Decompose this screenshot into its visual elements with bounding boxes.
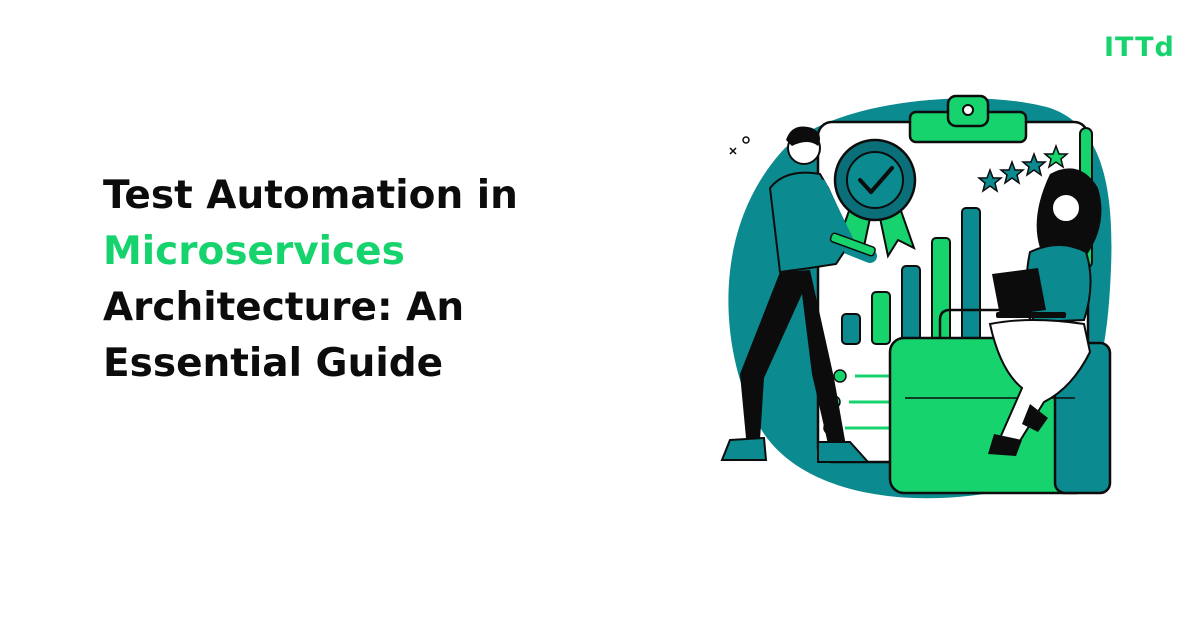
title-line-1: Test Automation in [103, 173, 518, 218]
person-with-laptop-icon [988, 168, 1102, 456]
person-with-pencil-icon [720, 126, 877, 463]
page-title: Test Automation in Microservices Archite… [103, 176, 518, 400]
hero-illustration [720, 94, 1112, 499]
title-line-2-highlight: Microservices [103, 229, 405, 274]
title-line-3: Architecture: An [103, 285, 465, 330]
title-line-4: Essential Guide [103, 341, 444, 386]
sparkle-icon [729, 136, 750, 155]
brand-logo: ITTd [1104, 32, 1175, 63]
star-rating-icon [976, 143, 1070, 193]
